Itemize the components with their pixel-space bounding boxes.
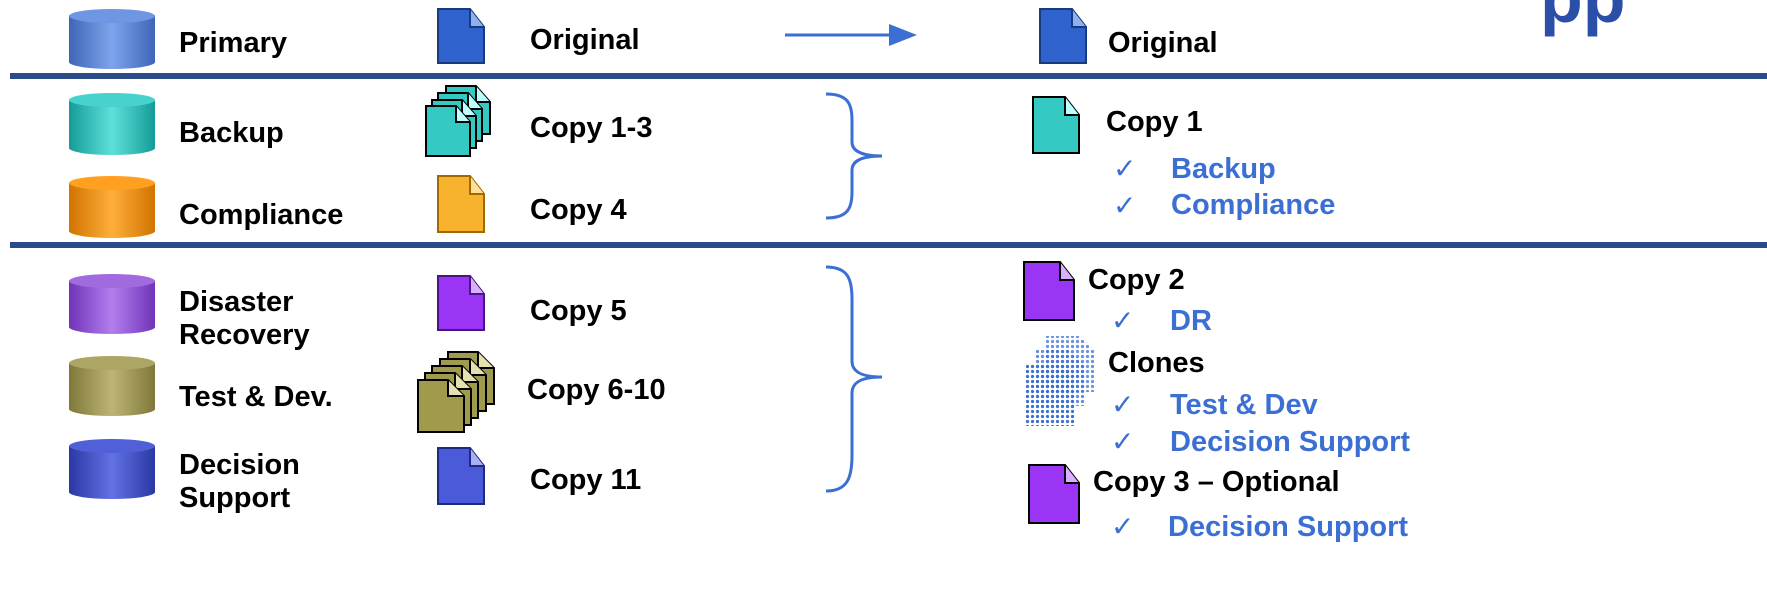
tier-label-decision-support: Decision Support [179,449,300,515]
tier-label-primary: Primary [179,27,288,59]
right-copy-3-check-decision-support: Decision Support [1168,511,1409,543]
document-icon-right-copy-3 [1028,464,1080,524]
document-icon-right-copy-1 [1032,96,1080,154]
tier-label-disaster-recovery-line1: Disaster [179,286,294,318]
document-icon-original [437,8,485,64]
document-stack-icon-copy-1-3 [425,85,491,157]
brace-icon-upper [825,92,883,220]
document-icon-right-copy-2 [1023,261,1075,321]
clones-icon [1024,336,1096,426]
document-icon-copy-11 [437,447,485,505]
tier-label-decision-support-line2: Support [179,482,291,514]
copy-label-copy-6-10: Copy 6-10 [527,374,666,406]
cylinder-icon-decision-support [69,439,155,499]
cylinder-icon-backup [69,93,155,155]
right-clones-check-test-dev: Test & Dev [1170,389,1318,421]
copy-label-copy-11: Copy 11 [530,464,642,496]
document-icon-copy-4 [437,175,485,233]
copy-label-copy-1-3: Copy 1-3 [530,112,653,144]
copy-label-original: Original [530,24,640,56]
right-copy-1-check-compliance: Compliance [1171,189,1336,221]
right-copy-2-check-dr: DR [1170,305,1212,337]
right-copy-2-title: Copy 2 [1088,264,1185,296]
tier-label-disaster-recovery: Disaster Recovery [179,286,310,352]
right-clones-check-decision-support: Decision Support [1170,426,1411,458]
document-stack-icon-copy-6-10 [417,351,495,433]
checkmark-icon: ✓ [1111,388,1135,421]
right-clones-title: Clones [1108,347,1205,379]
document-icon-right-original [1039,8,1087,64]
checkmark-icon: ✓ [1113,189,1137,222]
cylinder-icon-primary [69,9,155,69]
divider-top [10,73,1767,79]
checkmark-icon: ✓ [1111,510,1135,543]
copy-label-copy-5: Copy 5 [530,295,627,327]
tier-label-disaster-recovery-line2: Recovery [179,319,310,351]
slide-title-fragment: pp [1540,0,1626,38]
right-copy-3-title: Copy 3 – Optional [1093,466,1340,498]
checkmark-icon: ✓ [1111,425,1135,458]
arrow-right-icon [785,24,917,46]
checkmark-icon: ✓ [1113,152,1137,185]
cylinder-icon-test-dev [69,356,155,416]
right-copy-1-title: Copy 1 [1106,106,1203,138]
cylinder-icon-disaster-recovery [69,274,155,334]
tier-label-backup: Backup [179,117,284,149]
tier-label-test-dev: Test & Dev. [179,381,333,413]
right-label-original: Original [1108,27,1218,59]
divider-middle [10,242,1767,248]
copy-label-copy-4: Copy 4 [530,194,627,226]
checkmark-icon: ✓ [1111,304,1135,337]
cylinder-icon-compliance [69,176,155,238]
brace-icon-lower [825,265,883,493]
tier-label-decision-support-line1: Decision [179,449,300,481]
right-copy-1-check-backup: Backup [1171,153,1276,185]
tier-label-compliance: Compliance [179,199,344,231]
document-icon-copy-5 [437,275,485,331]
